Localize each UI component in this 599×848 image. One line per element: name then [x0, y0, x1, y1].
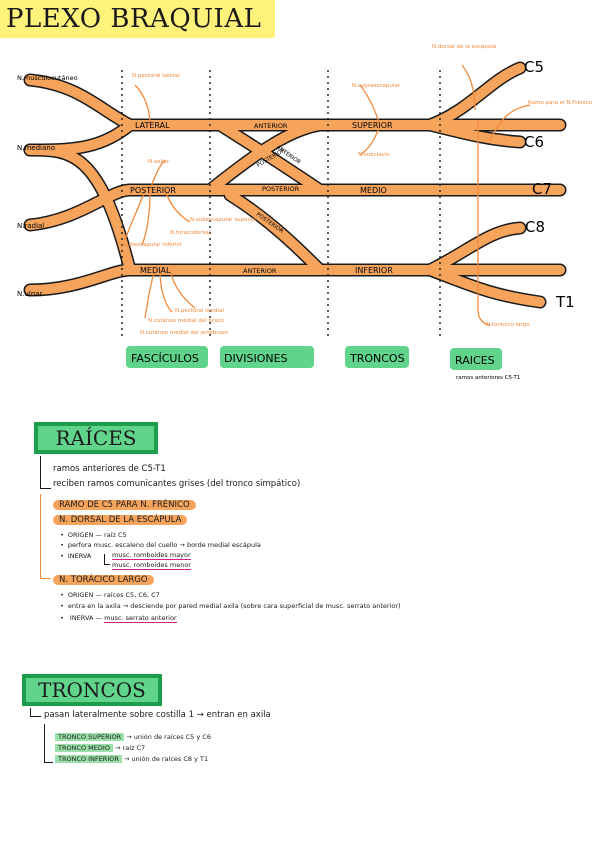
note-subescapular-sup: N.subescapular superior: [190, 217, 258, 223]
tronco-row-inferior: TRONCO INFERIOR → unión de raíces C8 y T…: [55, 755, 208, 763]
cord-label-medial: MEDIAL: [140, 266, 171, 275]
branch-label-ulnar: N.ulnar: [17, 290, 43, 298]
zone-badge-fasciculos: [126, 346, 208, 368]
zone-label-troncos: TRONCOS: [349, 352, 405, 365]
branch-label-mediano: N.mediano: [17, 144, 55, 152]
zone-dividers: [121, 70, 441, 340]
dorsal-item-origen: ORIGEN — raíz C5: [60, 531, 127, 539]
raices-line-1: ramos anteriores de C5-T1: [53, 464, 166, 474]
page-title: PLEXO BRAQUIAL: [0, 0, 276, 38]
root-label-c7: C7: [532, 180, 552, 198]
root-label-t1: T1: [555, 293, 575, 311]
section-title-troncos: TRONCOS: [22, 674, 162, 706]
note-pectoral-lateral: N.pectoral lateral: [132, 73, 180, 79]
trunk-label-superior: SUPERIOR: [352, 121, 393, 130]
note-toracico-largo: N.torácico largo: [486, 321, 530, 328]
raices-line-2: reciben ramos comunicantes grises (del t…: [53, 479, 301, 489]
zone-note-raices: ramos anteriores C5-T1: [456, 375, 520, 381]
bracket-inerva: [104, 554, 110, 565]
bracket-troncos: [30, 708, 41, 717]
zone-label-raices: RAICES: [455, 354, 495, 367]
zone-label-divisiones: DIVISIONES: [224, 352, 288, 365]
zone-label-group: FASCÍCULOS DIVISIONES TRONCOS RAICES ram…: [126, 346, 520, 381]
tronco-row-medio: TRONCO MEDIO → raíz C7: [55, 744, 145, 752]
dorsal-item-perfora: perfora musc. escaleno del cuello → bord…: [60, 541, 261, 549]
tronco-superior-label: TRONCO SUPERIOR: [55, 733, 125, 741]
note-axilar: N.axilar: [148, 159, 170, 165]
dorsal-inerva-label: INERVA: [60, 552, 92, 560]
tronco-row-superior: TRONCO SUPERIOR → unión de raíces C5 y C…: [55, 733, 211, 741]
inerva-romboides-menor: musc. romboides menor: [112, 561, 191, 570]
zone-badge-raices: [450, 348, 502, 370]
division-label-anterior-1: ANTERIOR: [254, 122, 288, 130]
toracico-item-entra: entra en la axila → desciende por pared …: [60, 602, 401, 610]
note-pectoral-medial: N.pectoral medial: [175, 308, 224, 314]
orange-branches: [124, 64, 531, 326]
note-ramo-frenico: Ramo para el N.Frénico: [528, 99, 593, 106]
cord-label-posterior: POSTERIOR: [130, 186, 176, 195]
toracico-largo-tag: N. TORÁCICO LARGO: [53, 575, 154, 585]
branch-label-musculocutaneo: N.musculocutáneo: [17, 74, 78, 82]
ramo-frenico-tag: RAMO DE C5 PARA N. FRÉNICO: [53, 500, 196, 510]
note-subclavio: N.subclavio: [358, 152, 390, 158]
zone-label-fasciculos: FASCÍCULOS: [131, 352, 199, 365]
tronco-superior-desc: → unión de raíces C5 y C6: [126, 733, 211, 741]
bracket-raices: [40, 456, 51, 489]
cord-label-lateral: LATERAL: [135, 121, 170, 130]
note-dorsal-escapula: N.dorsal de la escápula: [432, 43, 496, 50]
toracico-inerva-serrato: musc. serrato anterior: [104, 614, 177, 623]
note-cutaneo-antebrazo: N.cutáneo medial del antebrazo: [140, 329, 229, 336]
note-subescapular-inf: N.subescapular inferior: [118, 242, 183, 248]
dorsal-escapula-tag: N. DORSAL DE LA ESCÁPULA: [53, 515, 188, 525]
troncos-intro: pasan lateralmente sobre costilla 1 → en…: [44, 710, 271, 720]
root-label-c6: C6: [524, 133, 544, 151]
tronco-medio-label: TRONCO MEDIO: [55, 744, 113, 752]
inerva-romboides-mayor: musc. romboides mayor: [112, 551, 191, 560]
tronco-medio-desc: → raíz C7: [115, 744, 146, 752]
tronco-inferior-label: TRONCO INFERIOR: [55, 755, 122, 763]
note-toracodorsal: N.toracodorsal: [170, 230, 211, 236]
nerve-fills: [25, 63, 565, 307]
root-label-c8: C8: [525, 218, 545, 236]
tronco-inferior-desc: → unión de raíces C8 y T1: [123, 755, 209, 763]
brachial-plexus-diagram: N.musculocutáneo N.mediano N.radial N.ul…: [17, 43, 593, 381]
note-cutaneo-brazo: N.cutáneo medial del brazo: [148, 317, 224, 324]
root-label-c5: C5: [524, 58, 544, 76]
division-label-posterior-1: POSTERIOR: [262, 185, 300, 193]
division-label-anterior-2: ANTERIOR: [243, 267, 277, 275]
zone-badge-divisiones: [220, 346, 314, 368]
trunk-label-medio: MEDIO: [360, 186, 387, 195]
section-title-raices: RAÍCES: [34, 422, 158, 454]
trunk-label-inferior: INFERIOR: [355, 266, 393, 275]
zone-badge-troncos: [345, 346, 409, 368]
bracket-raices-orange: [40, 494, 51, 579]
toracico-inerva-label: INERVA —: [69, 614, 103, 622]
bracket-troncos-items: [44, 724, 53, 763]
note-supraescapular: N.supraescapular: [352, 83, 401, 89]
toracico-item-origen: ORIGEN — raíces C5, C6, C7: [60, 591, 160, 599]
branch-label-radial: N.radial: [17, 222, 44, 230]
